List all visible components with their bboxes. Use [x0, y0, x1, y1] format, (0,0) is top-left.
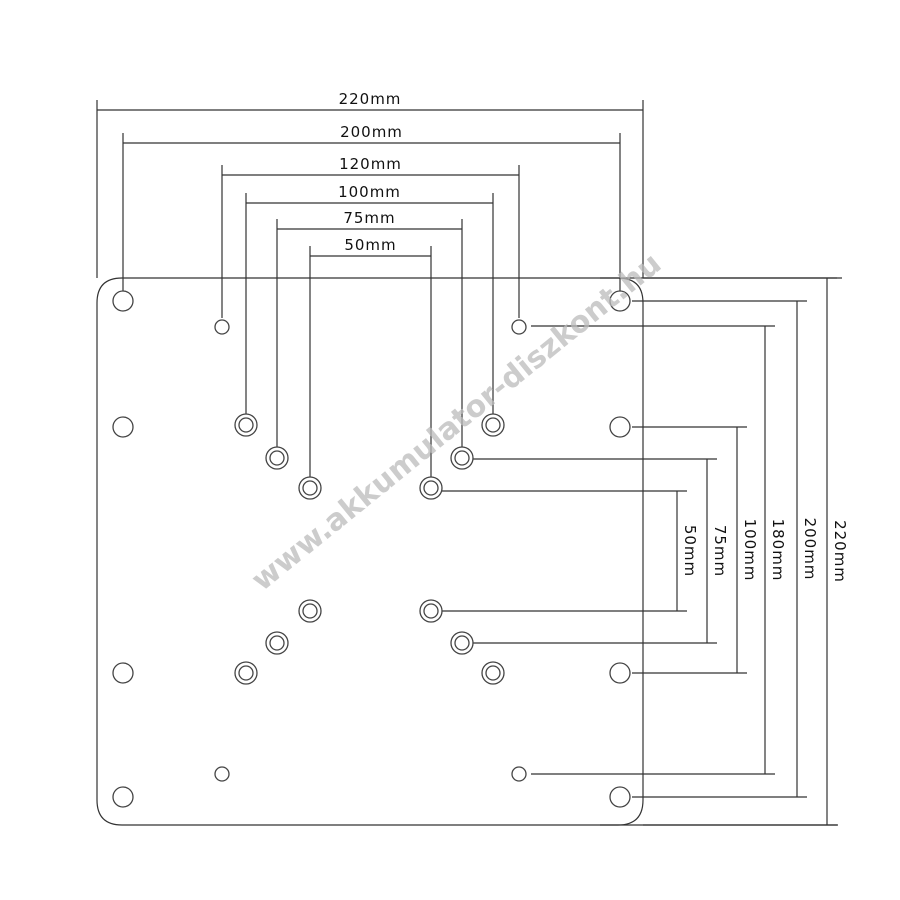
dimension-label: 50mm [681, 525, 699, 577]
countersunk-hole-inner [454, 635, 470, 651]
dimension-label: 220mm [831, 520, 849, 583]
mounting-hole [112, 786, 134, 808]
countersunk-hole-inner [423, 603, 439, 619]
countersunk-hole-inner [302, 480, 318, 496]
countersunk-hole-inner [238, 417, 254, 433]
mounting-hole [112, 662, 134, 684]
dimension-label: 100mm [338, 183, 401, 201]
mounting-hole [112, 290, 134, 312]
dimension-label: 75mm [711, 525, 729, 577]
mounting-hole-small [214, 766, 230, 782]
dimension-label: 200mm [801, 518, 819, 581]
dimension-label: 220mm [339, 90, 402, 108]
watermark: www.akkumulator-diszkont.hu [245, 246, 668, 598]
countersunk-hole-inner [269, 450, 285, 466]
mounting-hole [609, 416, 631, 438]
dimension-label: 100mm [741, 519, 759, 582]
countersunk-hole-inner [485, 665, 501, 681]
countersunk-hole-inner [238, 665, 254, 681]
dimension-label: 50mm [344, 236, 396, 254]
countersunk-hole-inner [302, 603, 318, 619]
dimension-label: 120mm [339, 155, 402, 173]
mounting-hole [609, 662, 631, 684]
dimension-label: 200mm [340, 123, 403, 141]
dimension-label: 180mm [769, 519, 787, 582]
countersunk-hole-inner [269, 635, 285, 651]
mounting-hole-small [214, 319, 230, 335]
mounting-hole [609, 786, 631, 808]
countersunk-hole-inner [423, 480, 439, 496]
countersunk-hole-inner [454, 450, 470, 466]
dimension-label: 75mm [343, 209, 395, 227]
mounting-hole-small [511, 319, 527, 335]
countersunk-hole-inner [485, 417, 501, 433]
mounting-hole [112, 416, 134, 438]
mounting-hole [609, 290, 631, 312]
mounting-hole-small [511, 766, 527, 782]
